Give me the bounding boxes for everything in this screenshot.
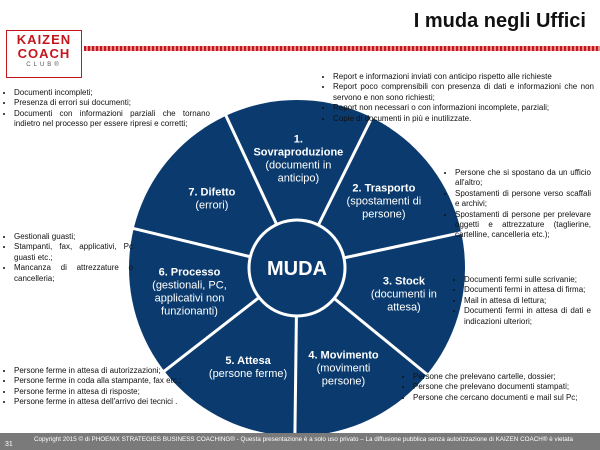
note-item: Report non necessari o con informazioni …	[333, 103, 594, 113]
note-item: Documenti con informazioni parziali che …	[14, 109, 210, 130]
segment-separator	[317, 115, 374, 226]
note-item: Persone ferme in attesa di autorizzazion…	[14, 366, 191, 376]
note-item: Persone ferme in attesa dell'arrivo dei …	[14, 397, 191, 407]
note-trasporto: Persone che si spostano da un ufficio al…	[446, 168, 591, 241]
note-item: Documenti fermi in attesa di dati e indi…	[464, 306, 591, 327]
note-difetto: Documenti incompleti; Presenza di errori…	[5, 88, 210, 130]
segment-separator	[162, 296, 261, 373]
note-item: Presenza di errori sui documenti;	[14, 98, 210, 108]
note-processo: Gestionali guasti; Stampanti, fax, appli…	[5, 232, 133, 284]
note-item: Persone ferme in coda alla stampante, fa…	[14, 376, 191, 386]
note-item: Persone che prelevano cartelle, dossier;	[413, 372, 590, 382]
note-item: Gestionali guasti;	[14, 232, 133, 242]
header-divider	[84, 46, 600, 51]
note-item: Report e informazioni inviati con antici…	[333, 72, 594, 82]
center-label: MUDA	[267, 258, 327, 280]
note-item: Documenti fermi in attesa di firma;	[464, 285, 591, 295]
note-item: Spostamenti di persone per prelevare ogg…	[455, 210, 591, 241]
note-item: Documenti fermi sulle scrivanie;	[464, 275, 591, 285]
center-hub	[247, 218, 347, 318]
note-item: Report poco comprensibili con presenza d…	[333, 82, 594, 103]
note-attesa: Persone ferme in attesa di autorizzazion…	[5, 366, 191, 408]
segment-separator	[132, 226, 251, 259]
logo-line-3: CLUB®	[26, 62, 62, 68]
note-item: Copie di documenti in più e inutilizzate…	[333, 114, 594, 124]
note-item: Stampanti, fax, applicativi, Pc guasti e…	[14, 242, 133, 263]
note-movimento: Persone che prelevano cartelle, dossier;…	[404, 372, 590, 403]
logo-line-2: COACH	[17, 46, 71, 61]
note-item: Persone ferme in attesa di risposte;	[14, 387, 191, 397]
segment-separator	[343, 230, 463, 260]
note-item: Spostamenti di persone verso scaffali e …	[455, 189, 591, 210]
segment-separator	[293, 315, 298, 438]
kaizen-coach-logo: KAIZEN COACH CLUB®	[6, 30, 82, 78]
note-item: Mancanza di attrezzature o cancelleria;	[14, 263, 133, 284]
note-item: Persone che cercano documenti e mail sul…	[413, 393, 590, 403]
footer-bar: 31 Copyright 2015 © di PHOENIX STRATEGIE…	[0, 433, 600, 450]
segment-label-6: 6. Processo(gestionali, PC,applicativi n…	[152, 267, 227, 318]
note-stock: Documenti fermi sulle scrivanie; Documen…	[455, 275, 591, 327]
segment-separator	[333, 297, 429, 377]
segment-label-7: 7. Difetto(errori)	[188, 187, 235, 212]
note-item: Persone che si spostano da un ufficio al…	[455, 168, 591, 189]
page-title: I muda negli Uffici	[413, 10, 586, 32]
copyright-text: Copyright 2015 © di PHOENIX STRATEGIES B…	[34, 436, 574, 443]
logo-line-1: KAIZEN	[16, 32, 72, 47]
note-sovraproduzione: Report e informazioni inviati con antici…	[324, 72, 594, 124]
note-item: Documenti incompleti;	[14, 88, 210, 98]
segment-separator	[224, 114, 279, 226]
note-item: Persone che prelevano documenti stampati…	[413, 382, 590, 392]
note-item: Mail in attesa di lettura;	[464, 296, 591, 306]
segment-label-5: 5. Attesa(persone ferme)	[209, 355, 287, 380]
page-number: 31	[5, 441, 13, 448]
